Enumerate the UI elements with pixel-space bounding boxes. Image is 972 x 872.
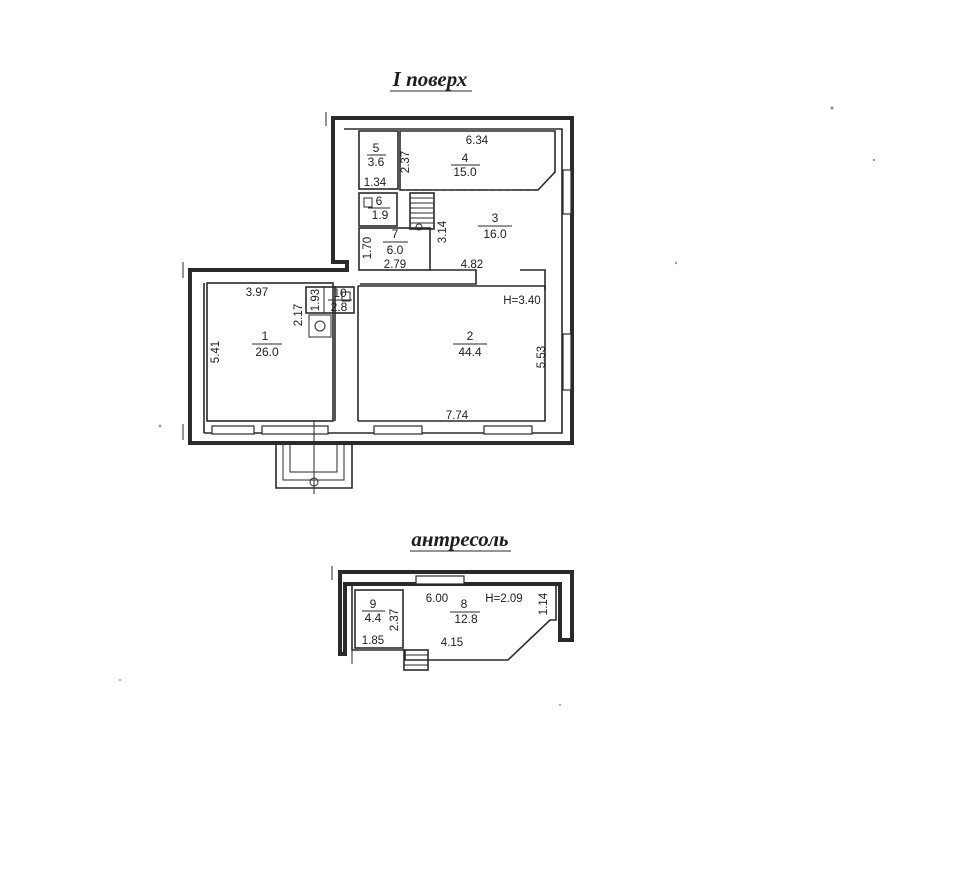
room-7-number: 7 (392, 227, 399, 241)
scan-noise (119, 106, 876, 706)
room-7-outline (358, 227, 431, 271)
room-9-outline (354, 589, 404, 649)
room-3-area: 16.0 (483, 227, 507, 241)
room-5-outline (358, 130, 399, 190)
dim-2-79: 2.79 (384, 259, 406, 271)
room-6-number: 6 (376, 194, 383, 208)
dim-6-34: 6.34 (466, 135, 489, 147)
dim-1-93: 1.93 (310, 289, 322, 311)
partition-room-2-top (360, 269, 477, 285)
dim-6-00: 6.00 (426, 593, 448, 605)
window-bottom-1 (373, 425, 423, 435)
dim-5-41: 5.41 (210, 341, 222, 363)
room-6-area: 1.9 (372, 208, 389, 222)
dim-3-97: 3.97 (246, 287, 268, 299)
window-right-lower (562, 333, 572, 391)
mezzanine-title: антресоль (411, 527, 508, 551)
dim-3-14: 3.14 (437, 220, 449, 243)
mezzanine-walls (331, 566, 574, 664)
room-6-outline (358, 192, 398, 227)
room-1-area: 26.0 (255, 345, 279, 359)
room-10-outline (305, 286, 355, 314)
room-4-area: 15.0 (453, 165, 477, 179)
room-8-number: 8 (461, 597, 468, 611)
partition-room-3-right (520, 269, 546, 290)
room-2-outline (358, 285, 546, 422)
room-5-area: 3.6 (368, 155, 385, 169)
dim-4-15: 4.15 (441, 637, 463, 649)
room-1-outline (206, 282, 334, 422)
room-4-outline (399, 130, 556, 191)
room-2-area: 44.4 (458, 345, 482, 359)
dim-7-74: 7.74 (446, 410, 469, 422)
mezzanine-height: H=2.09 (485, 593, 522, 605)
room-3-number: 3 (492, 211, 499, 225)
room-1-number: 1 (262, 329, 269, 343)
entrance-porch (261, 420, 353, 494)
mezzanine-window (415, 575, 465, 585)
room-7-area: 6.0 (387, 243, 404, 257)
window-room-1 (211, 425, 255, 435)
room-10-number: 10 (333, 286, 347, 300)
dim-5-53: 5.53 (536, 346, 548, 368)
room-9-area: 4.4 (365, 611, 382, 625)
dim-1-85: 1.85 (362, 635, 384, 647)
dim-1-34: 1.34 (364, 177, 387, 189)
dim-2-37-upper: 2.37 (400, 151, 412, 173)
dim-1-14: 1.14 (538, 592, 550, 615)
room-9-number: 9 (370, 597, 377, 611)
staircase-first-floor (409, 192, 435, 231)
room-10-area: 2.8 (331, 300, 348, 314)
dim-2-37-lower: 2.37 (389, 609, 401, 631)
staircase-mezzanine (403, 649, 429, 671)
dim-2-17: 2.17 (293, 304, 305, 326)
room-4-number: 4 (462, 151, 469, 165)
room-2-number: 2 (467, 329, 474, 343)
floor-height: H=3.40 (503, 295, 540, 307)
room-5-number: 5 (373, 141, 380, 155)
dim-4-82: 4.82 (461, 259, 483, 271)
dim-1-70: 1.70 (362, 237, 374, 259)
room-8-area: 12.8 (454, 612, 478, 626)
window-right-upper (562, 169, 572, 215)
floor-title: I поверх (392, 67, 468, 91)
window-bottom-2 (483, 425, 533, 435)
